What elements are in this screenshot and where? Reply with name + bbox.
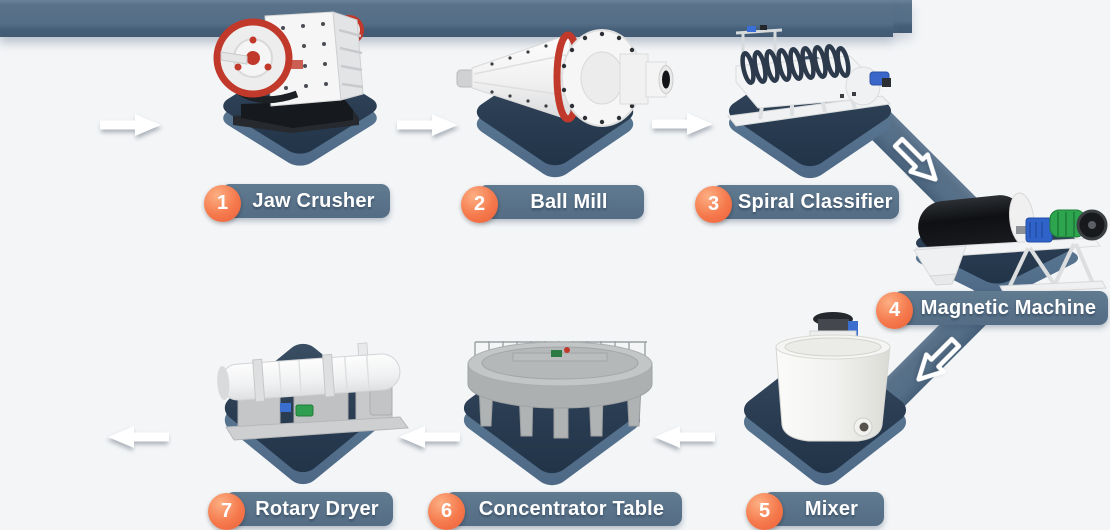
label-mixer: 5 Mixer (746, 491, 884, 530)
step-label: Magnetic Machine (920, 296, 1097, 319)
step-label: Jaw Crusher (252, 189, 375, 212)
label-ball-mill: 2 Ball Mill (461, 184, 644, 223)
step-label: Mixer (804, 497, 859, 520)
label-jaw-crusher: 1 Jaw Crusher (204, 183, 390, 222)
step-number-badge: 3 (695, 185, 732, 223)
step-label: Rotary Dryer (255, 497, 379, 520)
label-concentrator-table: 6 Concentrator Table (428, 491, 682, 530)
label-spiral-classifier: 3 Spiral Classifier (695, 184, 899, 223)
down-right-arrow-icon (892, 136, 938, 182)
spiral-classifier-illustration (727, 25, 892, 127)
jaw-crusher-illustration (213, 11, 364, 133)
mixer-illustration (775, 312, 891, 442)
step-number-badge: 5 (746, 492, 783, 530)
right-arrow-icon (652, 113, 713, 135)
step-number-badge: 2 (461, 185, 498, 223)
step-number-badge: 6 (428, 492, 465, 530)
down-left-arrow-icon (916, 336, 962, 382)
left-arrow-icon (654, 426, 715, 448)
right-arrow-icon (100, 114, 161, 136)
step-label: Concentrator Table (478, 497, 665, 520)
step-number-badge: 1 (204, 184, 241, 222)
flow-band-bottom (0, 0, 893, 37)
rotary-dryer-illustration (217, 342, 409, 441)
right-arrow-icon (397, 114, 458, 136)
label-rotary-dryer: 7 Rotary Dryer (208, 491, 393, 530)
left-arrow-icon (399, 426, 460, 448)
left-arrow-icon (108, 426, 169, 448)
concentrator-table-illustration (467, 341, 653, 439)
step-label: Ball Mill (530, 190, 608, 213)
ball-mill-illustration (456, 29, 674, 127)
magnetic-machine-illustration (913, 192, 1108, 295)
step-label: Spiral Classifier (738, 190, 893, 213)
step-number-badge: 7 (208, 492, 245, 530)
step-number-badge: 4 (876, 291, 913, 329)
label-magnetic-machine: 4 Magnetic Machine (876, 290, 1108, 329)
